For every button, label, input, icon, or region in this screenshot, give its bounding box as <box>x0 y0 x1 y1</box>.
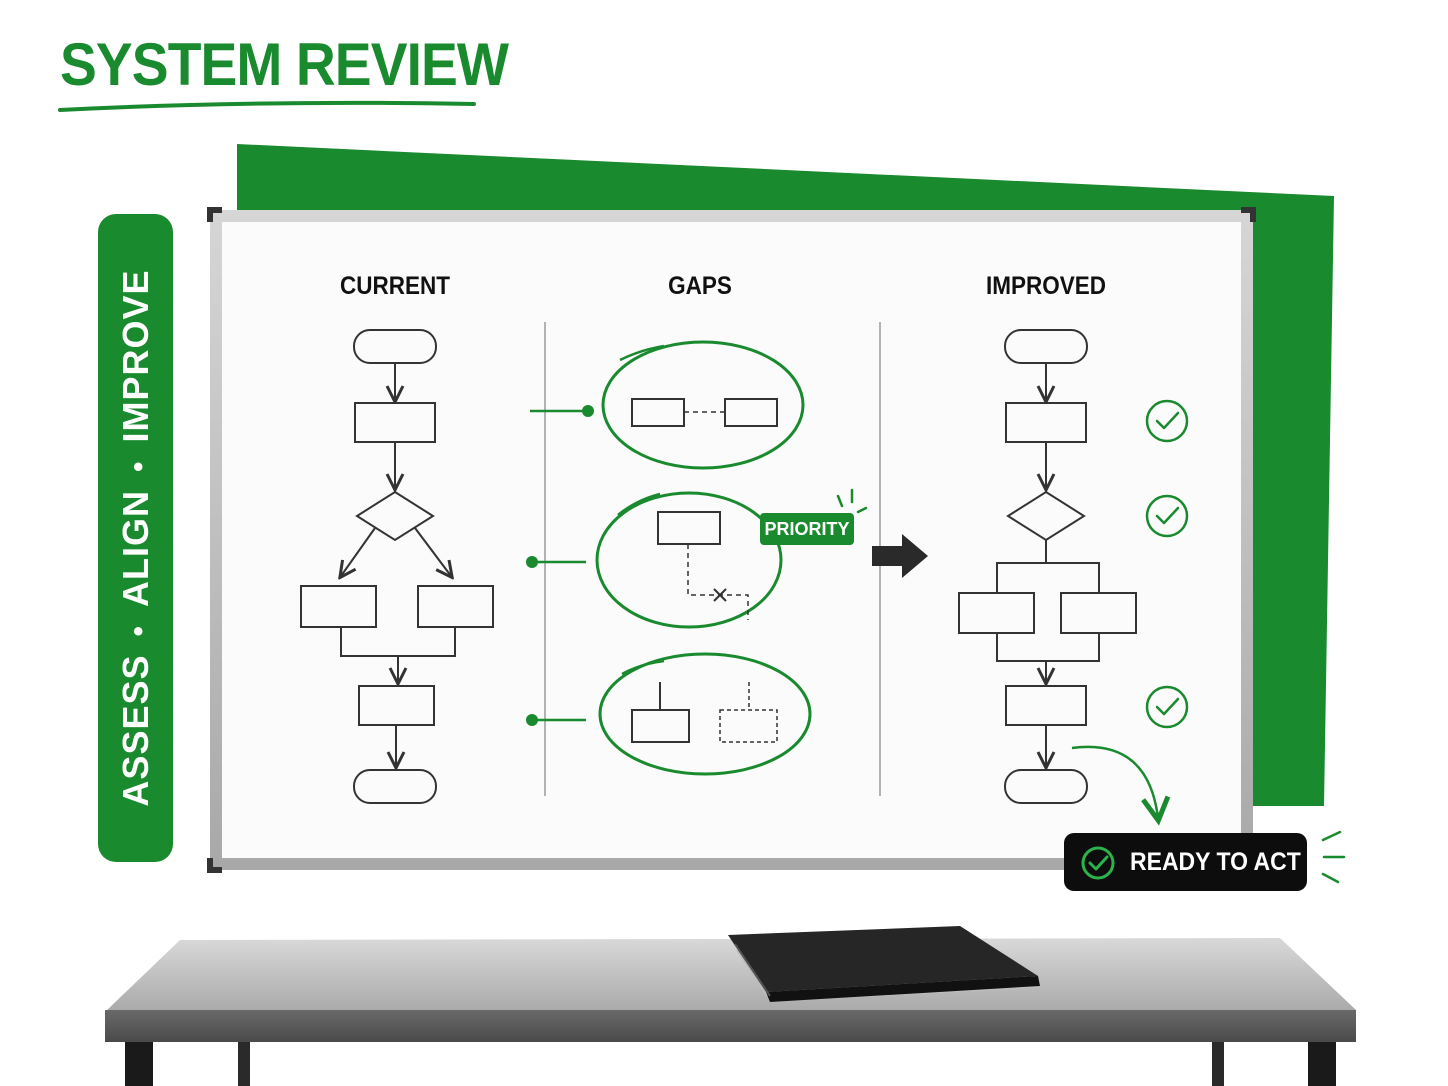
transition-arrow-icon <box>872 534 928 578</box>
check-circle-icon <box>1145 685 1189 729</box>
gap-highlight-circle <box>595 491 783 629</box>
check-circle-icon <box>1081 846 1115 880</box>
gap-connector-dot <box>526 714 538 726</box>
column-heading-improved: IMPROVED <box>985 272 1107 300</box>
flow-decision-diamond <box>355 490 435 542</box>
current-flowchart <box>300 329 494 804</box>
flow-end-terminal <box>1004 769 1088 804</box>
side-pill: ASSESS•ALIGN•IMPROVE <box>98 214 173 862</box>
page-title: SYSTEM REVIEW <box>60 31 509 98</box>
gap-connector-dot <box>582 405 594 417</box>
priority-tag: PRIORITY <box>760 513 854 545</box>
gaps-diagram <box>526 340 868 776</box>
curved-arrow-icon <box>1071 745 1158 818</box>
gap-highlight-circle <box>598 652 812 776</box>
ready-to-act-badge: READY TO ACT <box>1064 833 1307 891</box>
flow-process-box <box>300 585 377 628</box>
column-heading-gaps: GAPS <box>668 272 732 300</box>
improved-flowchart <box>958 329 1137 804</box>
gap-connector-dot <box>526 556 538 568</box>
check-circle-icon <box>1145 399 1189 443</box>
title-underline <box>58 100 476 112</box>
column-heading-current: CURRENT <box>340 272 450 300</box>
desk-edge <box>105 1010 1356 1042</box>
ready-to-act-label: READY TO ACT <box>1130 848 1301 876</box>
gap-highlight-circle <box>601 340 805 470</box>
desk-leg <box>125 1042 153 1086</box>
folder-icon <box>728 926 1040 1002</box>
check-circle-icon <box>1145 494 1189 538</box>
desk-top <box>105 938 1356 1012</box>
desk-leg <box>1308 1042 1336 1086</box>
flow-end-terminal <box>353 769 437 804</box>
